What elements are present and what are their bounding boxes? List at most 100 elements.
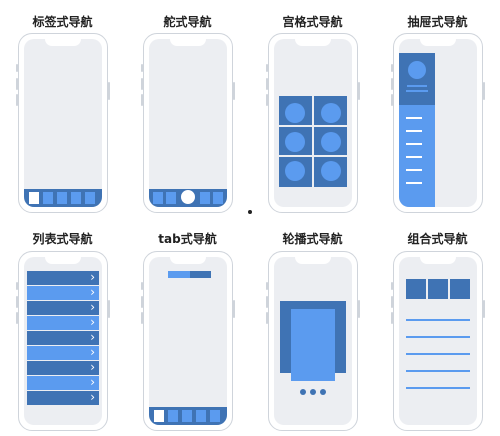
list-item: ›	[27, 300, 99, 315]
list-line	[406, 370, 470, 372]
chevron-right-icon: ›	[90, 330, 95, 344]
chevron-right-icon: ›	[90, 390, 95, 404]
list-line	[406, 336, 470, 338]
phone-mockup	[141, 33, 235, 213]
panel-carousel-nav: 轮播式导航	[250, 218, 375, 436]
panel-rudder-nav: 舵式导航	[125, 0, 250, 218]
chevron-right-icon: ›	[90, 285, 95, 299]
tab-item	[182, 410, 192, 422]
phone-mockup	[16, 33, 110, 213]
top-tab-selected	[168, 271, 190, 278]
center-dot	[248, 210, 252, 214]
phone-mockup	[141, 251, 235, 431]
drawer-menu-item	[406, 130, 422, 132]
tab-item	[57, 192, 67, 204]
chevron-right-icon: ›	[90, 375, 95, 389]
user-name-line	[407, 85, 427, 87]
avatar	[408, 61, 426, 79]
panel-label: 组合式导航	[407, 232, 468, 246]
phone-screen	[149, 39, 227, 207]
panel-label: 列表式导航	[32, 232, 93, 246]
phone-mockup	[391, 33, 485, 213]
panel-list-nav: 列表式导航 › › › › › › › › ›	[0, 218, 125, 436]
phone-screen: › › › › › › › › ›	[24, 257, 102, 425]
grid-item-icon	[321, 161, 341, 181]
nav-block	[450, 279, 470, 299]
panel-tab-bar-nav: 标签式导航	[0, 0, 125, 218]
tab-item-selected	[29, 192, 39, 204]
chevron-right-icon: ›	[90, 345, 95, 359]
panel-grid-nav: 宫格式导航	[250, 0, 375, 218]
tab-item	[166, 192, 176, 204]
phone-screen	[274, 39, 352, 207]
tab-item	[210, 410, 220, 422]
list-item: ›	[27, 270, 99, 285]
center-action-button	[180, 189, 196, 205]
tab-item	[43, 192, 53, 204]
drawer-panel	[399, 53, 435, 207]
drawer-menu-item	[406, 156, 422, 158]
carousel-dot	[300, 389, 306, 395]
panel-label: tab式导航	[158, 232, 217, 246]
list-line	[406, 319, 470, 321]
phone-screen	[149, 257, 227, 425]
tab-item	[153, 192, 163, 204]
bottom-tab-bar	[149, 407, 227, 425]
carousel-dot	[320, 389, 326, 395]
phone-mockup	[266, 251, 360, 431]
drawer-menu-item	[406, 169, 422, 171]
nav-block	[428, 279, 448, 299]
carousel-front-card	[291, 309, 335, 381]
tab-item	[200, 192, 210, 204]
list-item: ›	[27, 315, 99, 330]
phone-screen	[24, 39, 102, 207]
phone-mockup	[266, 33, 360, 213]
grid-item-icon	[321, 103, 341, 123]
drawer-menu-item	[406, 143, 422, 145]
panel-combined-nav: 组合式导航	[375, 218, 500, 436]
list-item: ›	[27, 285, 99, 300]
top-tab	[190, 271, 211, 278]
chevron-right-icon: ›	[90, 300, 95, 314]
drawer-menu-item	[406, 182, 422, 184]
drawer-menu-item	[406, 117, 422, 119]
phone-mockup	[391, 251, 485, 431]
grid-item-icon	[285, 132, 305, 152]
grid-item-icon	[285, 161, 305, 181]
grid-item-icon	[285, 103, 305, 123]
drawer-header	[399, 53, 435, 105]
tab-item	[168, 410, 178, 422]
list-line	[406, 353, 470, 355]
list-item: ›	[27, 345, 99, 360]
bottom-tab-bar	[24, 189, 102, 207]
user-info-line	[406, 90, 428, 92]
panel-label: 舵式导航	[163, 15, 212, 29]
phone-screen	[399, 39, 477, 207]
list-item: ›	[27, 375, 99, 390]
tab-item	[196, 410, 206, 422]
phone-mockup: › › › › › › › › ›	[16, 251, 110, 431]
chevron-right-icon: ›	[90, 315, 95, 329]
tab-item	[71, 192, 81, 204]
phone-screen	[399, 257, 477, 425]
list-line	[406, 387, 470, 389]
carousel-dot	[310, 389, 316, 395]
tab-item	[213, 192, 223, 204]
phone-screen	[274, 257, 352, 425]
list-item: ›	[27, 330, 99, 345]
panel-label: 宫格式导航	[282, 15, 343, 29]
tab-item-selected	[154, 410, 164, 422]
list-item: ›	[27, 390, 99, 405]
panel-label: 抽屉式导航	[407, 15, 468, 29]
panel-drawer-nav: 抽屉式导航	[375, 0, 500, 218]
list-item: ›	[27, 360, 99, 375]
panel-top-tab-nav: tab式导航	[125, 218, 250, 436]
nav-block	[406, 279, 426, 299]
grid-item-icon	[321, 132, 341, 152]
panel-label: 标签式导航	[32, 15, 93, 29]
chevron-right-icon: ›	[90, 360, 95, 374]
grid-container	[279, 96, 347, 187]
tab-item	[85, 192, 95, 204]
chevron-right-icon: ›	[90, 270, 95, 284]
panel-label: 轮播式导航	[282, 232, 343, 246]
